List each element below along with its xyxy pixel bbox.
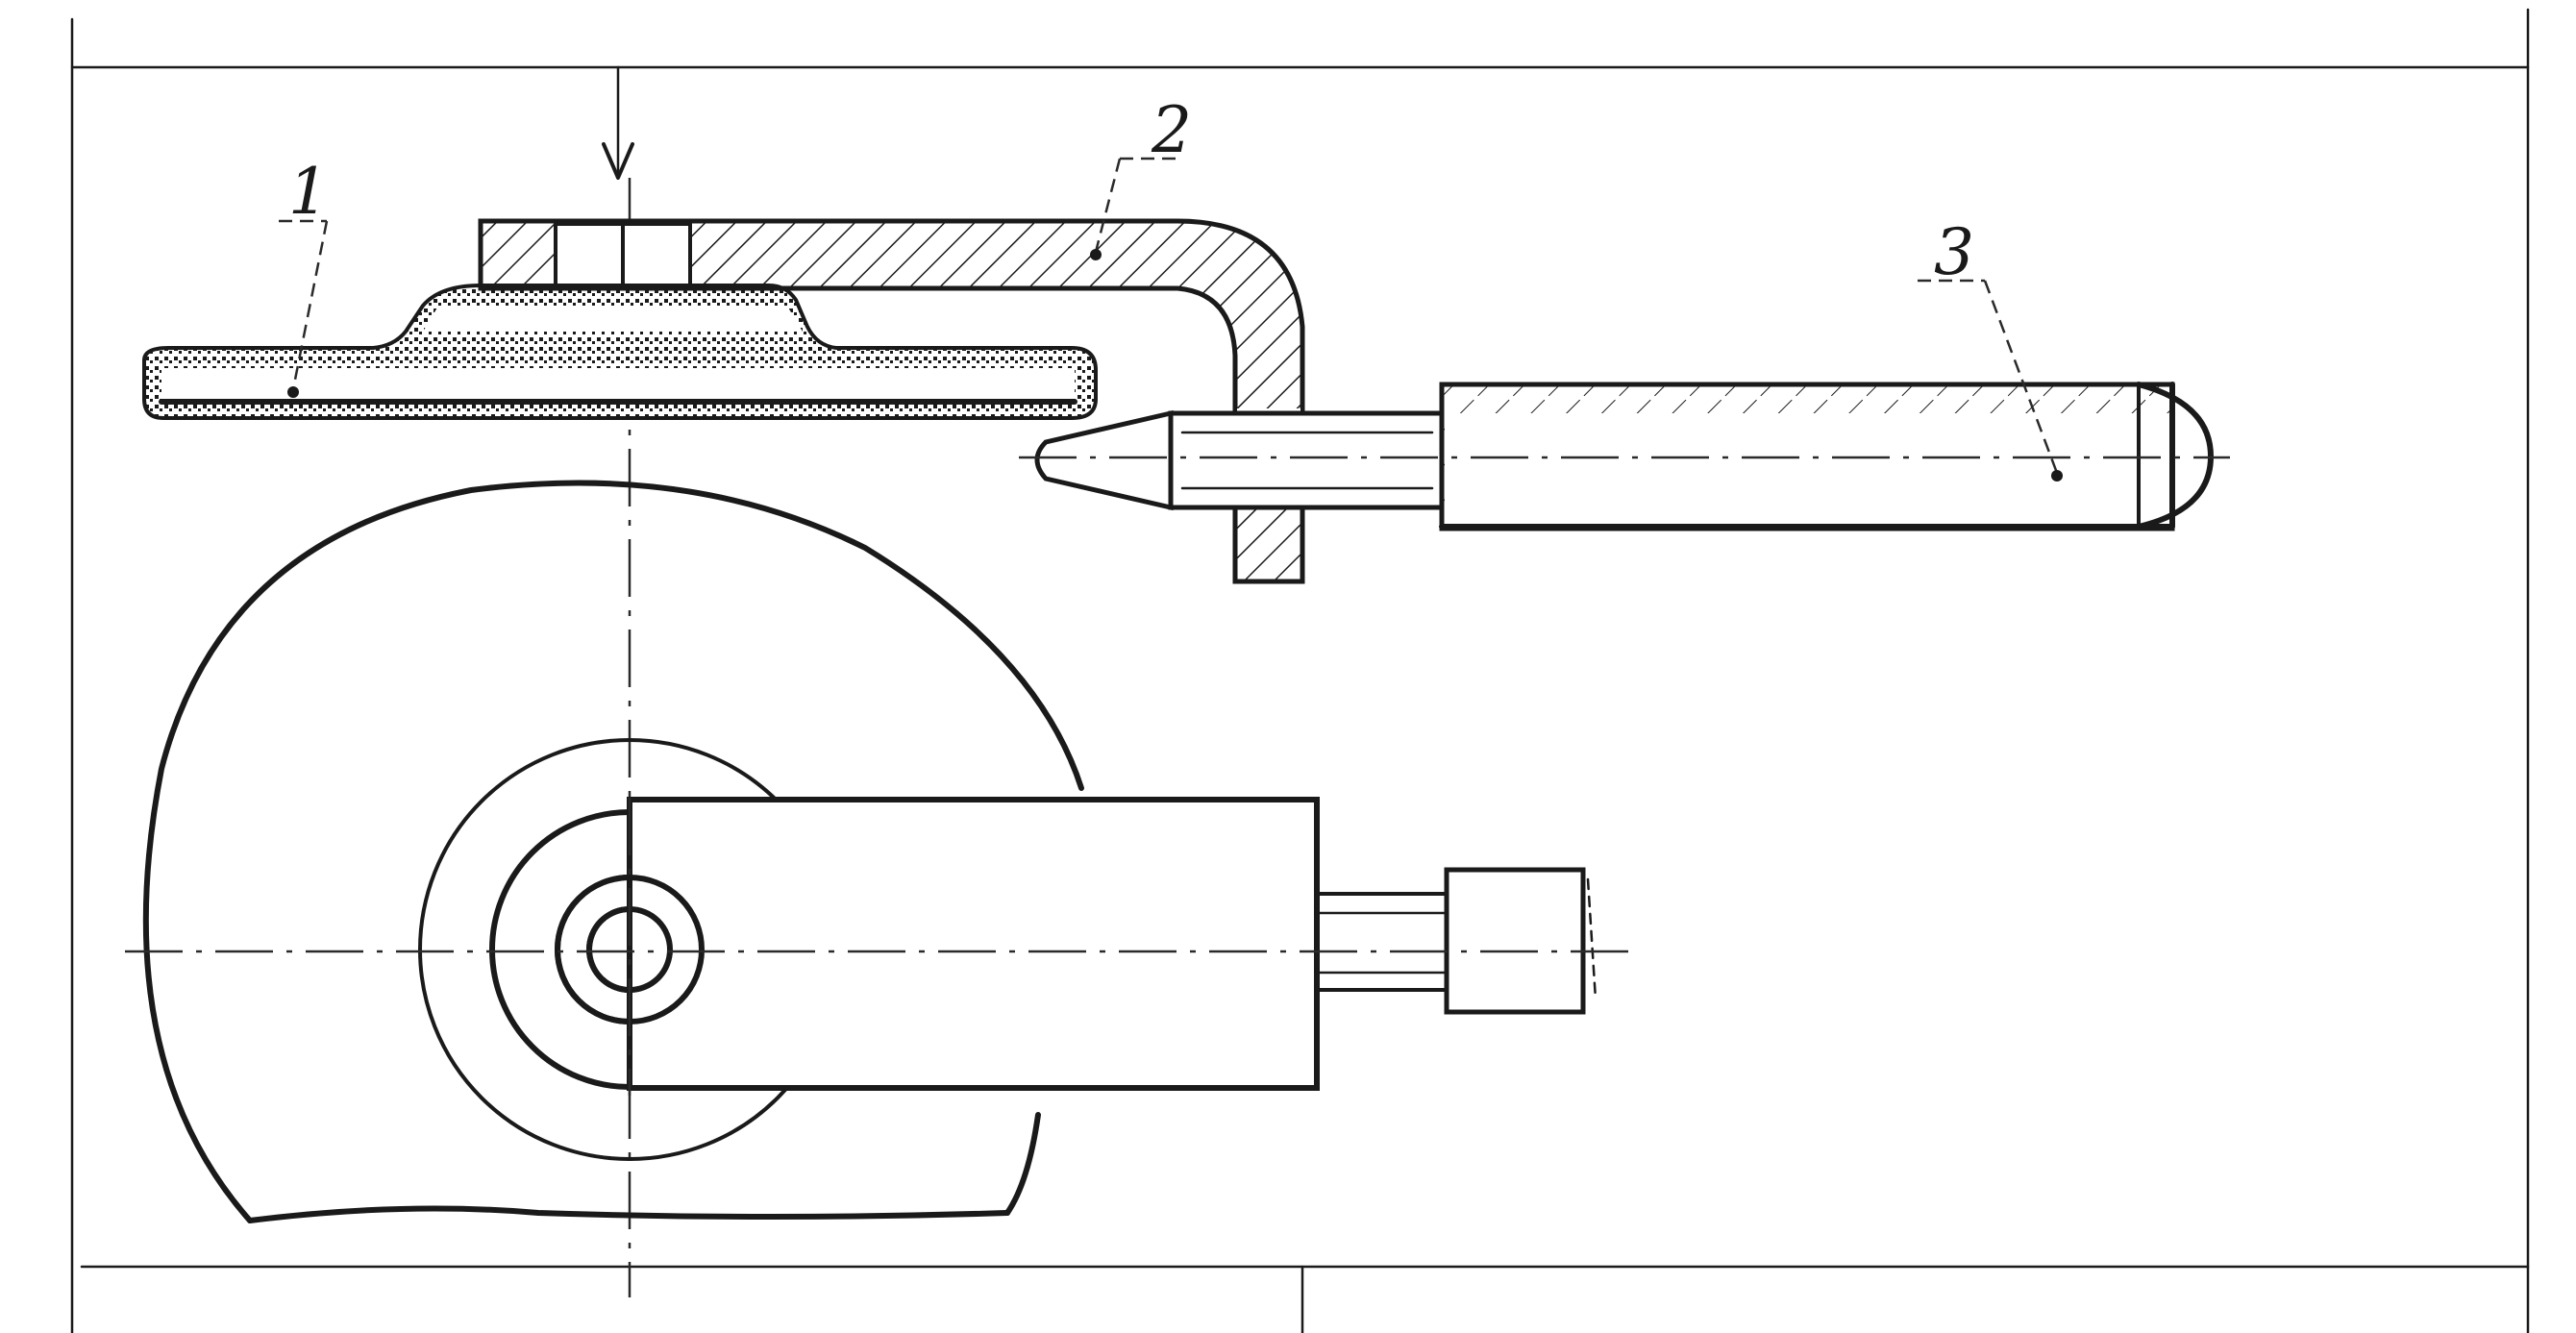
leader-3 — [1918, 279, 2063, 481]
leader-2 — [1090, 157, 1177, 260]
arm-lever — [555, 797, 1320, 1096]
callout-1: 1 — [288, 155, 329, 229]
part-1-flange-plate — [142, 284, 1098, 420]
leader-1 — [279, 219, 329, 398]
force-arrow — [602, 65, 634, 180]
callout-2: 2 — [1151, 93, 1192, 167]
part-3-tool — [1019, 382, 2230, 531]
drawing-frame — [70, 8, 2530, 1333]
shaft-and-nut — [1315, 867, 1598, 1015]
callout-3: 3 — [1934, 215, 1974, 289]
grinding-wheel — [142, 480, 1084, 1223]
